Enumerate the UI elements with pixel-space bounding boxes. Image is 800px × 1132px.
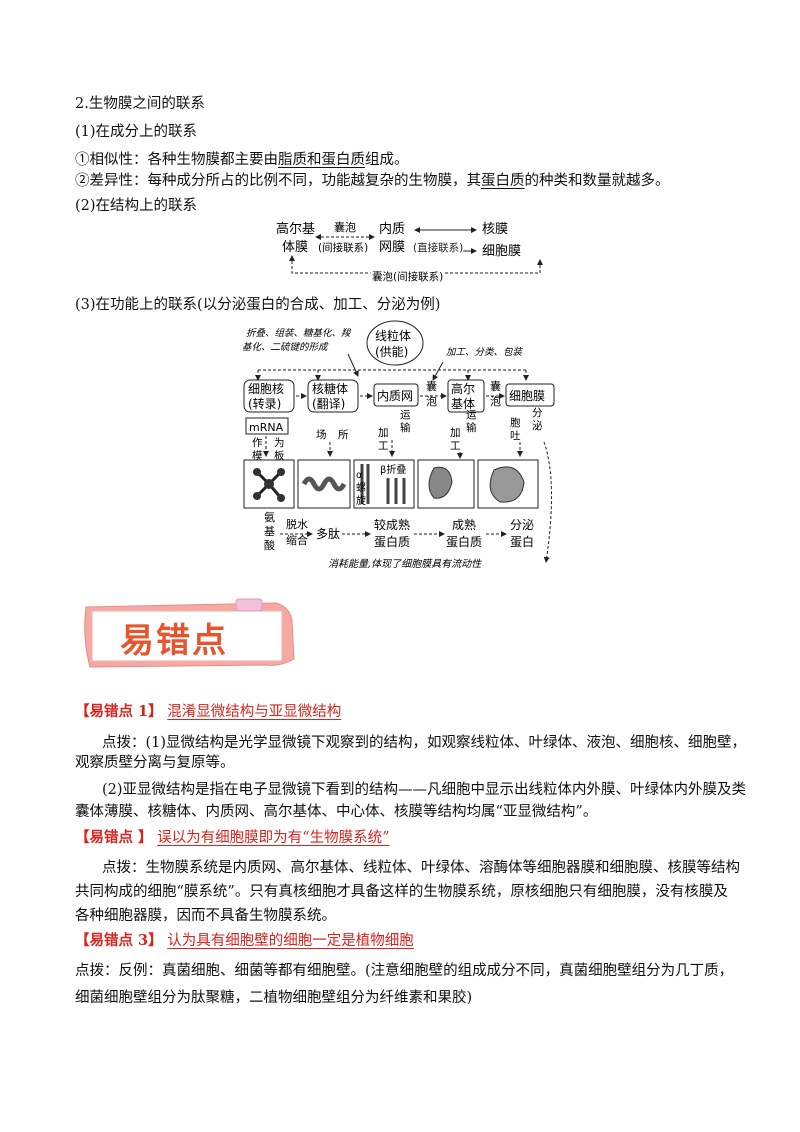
- ribosome-label-2: (翻译): [312, 397, 345, 411]
- membrane-structure-diagram: 高尔基 体膜 囊泡 (间接联系) 内质 网膜 (直接联系) 核膜 细胞膜 囊泡(…: [276, 220, 543, 284]
- difference-line: ②差异性：每种成分所占的比例不同，功能越复杂的生物膜，其蛋白质的种类和数量就越多…: [75, 173, 670, 189]
- svg-text:场: 场: [316, 428, 327, 441]
- svg-text:工: 工: [378, 440, 389, 452]
- banner-card: [91, 610, 283, 662]
- sub-heading-composition: (1)在成分上的联系: [75, 124, 198, 140]
- svg-text:泡: 泡: [426, 394, 437, 408]
- ribosome-label-1: 核糖体: [312, 381, 348, 396]
- polypeptide-label: 多肽: [316, 526, 340, 541]
- mrna-label: mRNA: [249, 421, 284, 434]
- error-2-text-1: 点拨：生物膜系统是内质网、高尔基体、线粒体、叶绿体、溶酶体等细胞器膜和细胞膜、核…: [102, 860, 740, 876]
- svg-text:运: 运: [400, 409, 411, 421]
- svg-text:蛋白质: 蛋白质: [374, 534, 410, 549]
- svg-text:α: α: [356, 470, 363, 481]
- svg-text:所: 所: [338, 429, 349, 441]
- vesicle-bottom-label: 囊泡(间接联系): [372, 270, 443, 283]
- similarity-line: ①相似性：各种生物膜都主要由脂质和蛋白质组成。: [75, 152, 409, 168]
- svg-text:囊: 囊: [490, 379, 501, 393]
- secretory-protein-diagram: 折叠、组装、糖基化、羧 基化、二硫键的形成 线粒体 (供能) 加工、分类、包装 …: [242, 320, 555, 570]
- mito-label-1: 线粒体: [375, 328, 411, 343]
- svg-text:分: 分: [532, 407, 543, 419]
- error-points-banner: 易错点: [80, 597, 310, 675]
- golgi-membrane-arrow: [289, 255, 543, 274]
- vesicle-top-label: 囊泡: [334, 220, 356, 234]
- svg-text:蛋白质: 蛋白质: [446, 534, 482, 549]
- mitochondria-ellipse: [366, 320, 424, 366]
- error-2-text-2: 共同构成的细胞“膜系统”。只有真核细胞才具备这样的生物膜系统，原核细胞只有细胞膜…: [75, 884, 728, 900]
- golgi-label-1: 高尔: [451, 381, 475, 396]
- process-note: 加工、分类、包装: [446, 346, 524, 358]
- golgi-label-2: 基体: [451, 397, 475, 411]
- svg-text:囊: 囊: [426, 379, 437, 393]
- error-2-text-3: 各种细胞器膜，因而不具备生物膜系统。: [75, 908, 336, 924]
- error-2-header: 【易错点 】 误以为有细胞膜即为有“生物膜系统”: [75, 829, 390, 846]
- error-1-header: 【易错点 1】 混淆显微结构与亚显微结构: [75, 703, 342, 720]
- indirect-label: (间接联系): [318, 241, 368, 254]
- er-label: 内质网: [377, 389, 413, 403]
- svg-text:模: 模: [252, 450, 263, 462]
- nucleus-box: [243, 379, 295, 413]
- mrna-box: [245, 417, 289, 435]
- error-3-text-2: 细菌细胞壁组分为肽聚糖，二植物细胞壁组分为纤维素和果胶): [75, 990, 473, 1006]
- banner-graphic: [84, 598, 295, 668]
- svg-text:缩合: 缩合: [286, 533, 308, 547]
- chain-icon: [301, 476, 347, 492]
- ribosome-box: [307, 379, 359, 413]
- er-label-1: 内质: [379, 221, 405, 237]
- error-3-text-1: 点拨：反例：真菌细胞、细菌等都有细胞壁。(注意细胞壁的组成成分不同，真菌细胞壁组…: [75, 963, 734, 979]
- nucleus-label-2: (转录): [248, 396, 281, 411]
- error-1-text-4: 囊体薄膜、核糖体、内质网、高尔基体、中心体、核膜等结构均属“亚显微结构”。: [75, 804, 598, 820]
- error-1-text-2: 观察质壁分离与复原等。: [75, 755, 235, 771]
- svg-text:作: 作: [252, 437, 263, 449]
- svg-text:吐: 吐: [510, 430, 521, 442]
- fold-note-1: 折叠、组装、糖基化、羧: [246, 327, 352, 339]
- sub-heading-structure: (2)在结构上的联系: [75, 198, 198, 214]
- clip-icon: [235, 598, 263, 612]
- svg-text:螺: 螺: [356, 482, 366, 494]
- svg-text:β折叠: β折叠: [380, 463, 406, 476]
- svg-text:蛋白: 蛋白: [510, 534, 534, 549]
- golgi-label-2: 体膜: [282, 240, 308, 255]
- error-1-text-3: (2)亚显微结构是指在电子显微镜下看到的结构——凡细胞中显示出线粒体内外膜、叶绿…: [102, 782, 747, 798]
- svg-text:酸: 酸: [264, 538, 275, 552]
- svg-text:工: 工: [450, 440, 461, 452]
- direct-label: (直接联系): [413, 241, 463, 254]
- membrane-label: 细胞膜: [509, 389, 545, 403]
- sub-heading-function: (3)在功能上的联系(以分泌蛋白的合成、加工、分泌为例): [75, 297, 441, 313]
- svg-text:输: 输: [400, 421, 411, 434]
- protein-blob-icon-2: [489, 466, 525, 503]
- golgi-label-1: 高尔基: [276, 221, 315, 237]
- svg-text:输: 输: [466, 421, 477, 434]
- energy-note: 消耗能量,体现了细胞膜具有流动性: [328, 558, 482, 570]
- fold-note-2: 基化、二硫键的形成: [242, 341, 329, 353]
- membrane-box: [505, 383, 555, 407]
- svg-text:胞: 胞: [510, 417, 521, 429]
- svg-text:泡: 泡: [490, 394, 501, 408]
- banner-title: 易错点: [120, 621, 228, 661]
- error-1-text-1: 点拨：(1)显微结构是光学显微镜下观察到的结构，如观察线粒体、叶绿体、液泡、细胞…: [102, 735, 747, 751]
- svg-text:泌: 泌: [532, 419, 543, 432]
- svg-text:分泌: 分泌: [510, 518, 534, 532]
- svg-text:氨: 氨: [264, 511, 275, 524]
- svg-text:成熟: 成熟: [452, 517, 476, 532]
- svg-text:较成熟: 较成熟: [374, 517, 410, 532]
- mito-label-2: (供能): [375, 345, 408, 359]
- er-box: [373, 383, 419, 407]
- svg-text:基: 基: [264, 525, 275, 538]
- svg-text:加: 加: [450, 427, 461, 439]
- nuclear-label: 核膜: [482, 222, 508, 237]
- svg-text:旋: 旋: [356, 494, 366, 507]
- cell-membrane-label: 细胞膜: [482, 244, 521, 259]
- svg-text:板: 板: [274, 449, 285, 462]
- svg-text:运: 运: [466, 409, 477, 421]
- error-3-header: 【易错点 3】 认为具有细胞壁的细胞一定是植物细胞: [75, 932, 414, 949]
- nucleus-label-1: 细胞核: [248, 382, 284, 396]
- protein-blob-icon: [428, 466, 453, 499]
- svg-text:加: 加: [378, 427, 389, 439]
- section-heading: 2.生物膜之间的联系: [75, 96, 205, 112]
- svg-text:为: 为: [274, 437, 285, 449]
- er-label-2: 网膜: [379, 240, 405, 255]
- golgi-box: [447, 379, 485, 413]
- svg-text:脱水: 脱水: [286, 517, 308, 531]
